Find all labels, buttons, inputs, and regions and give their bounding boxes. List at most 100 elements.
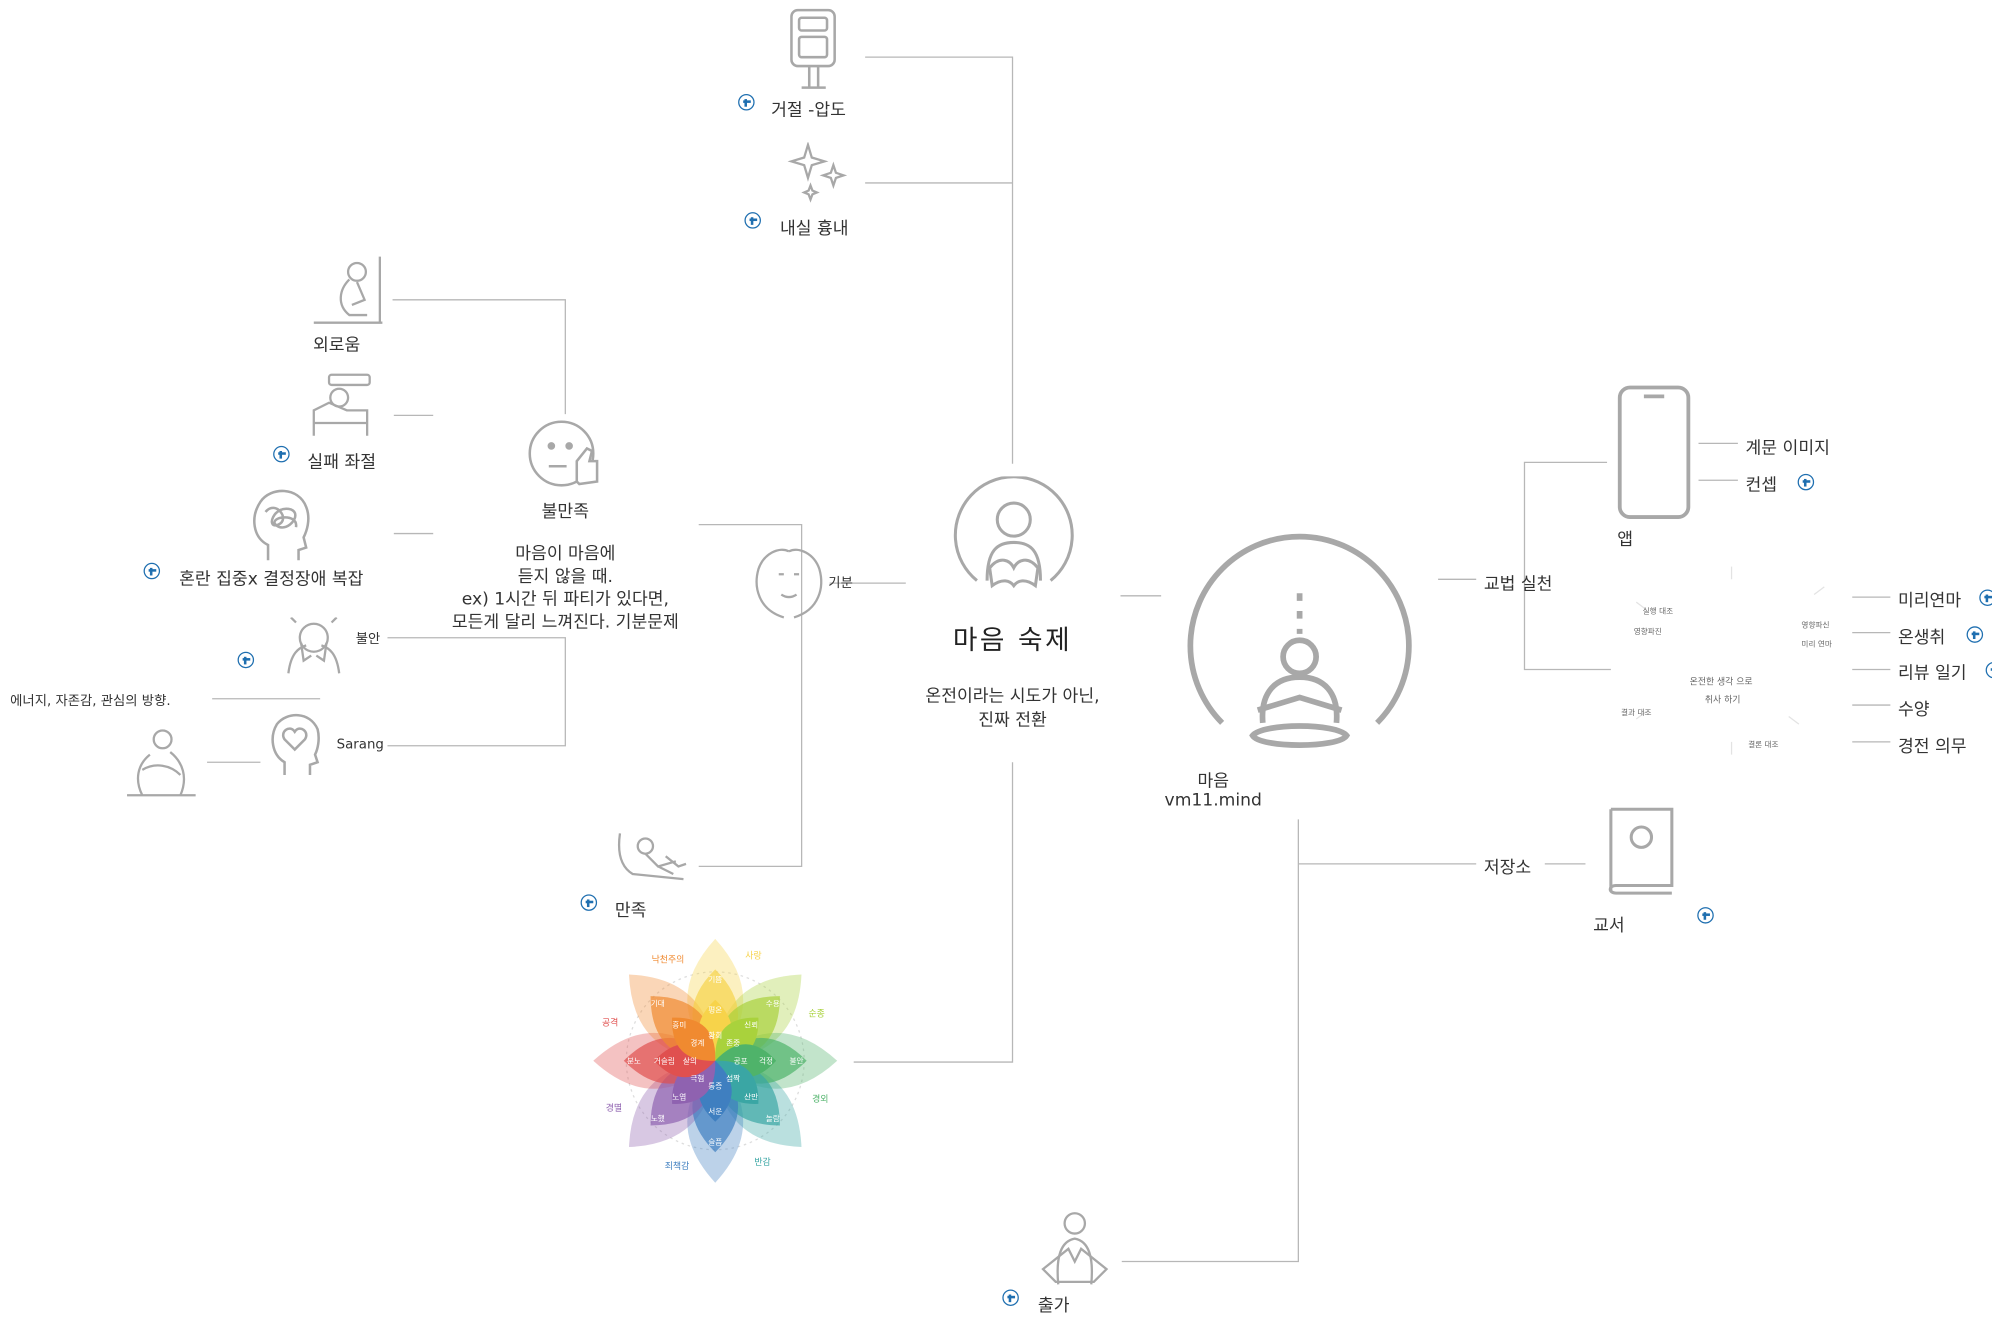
expand-satisfaction-button[interactable] xyxy=(580,894,598,911)
emotion-label: 순종 xyxy=(808,1008,824,1019)
heart-mind-icon xyxy=(267,711,323,777)
expand-failure-button[interactable] xyxy=(273,445,290,463)
emotion-label: 거슬림 xyxy=(654,1056,675,1065)
emotion-label: 반감 xyxy=(754,1156,770,1168)
diagram-text: 결과 대조 xyxy=(1621,708,1652,718)
emotion-label: 슬픔 xyxy=(708,1138,722,1147)
emotion-label: 섬짝 xyxy=(726,1073,740,1083)
emotion-label: 경외 xyxy=(812,1093,828,1105)
expand-practice-item-button[interactable] xyxy=(1979,589,1992,606)
expand-confusion-button[interactable] xyxy=(143,562,161,580)
mood-label: 기분 xyxy=(828,575,853,591)
practice-item: 리뷰 일기 xyxy=(1897,663,1967,684)
emotion-label: 존중 xyxy=(726,1038,740,1047)
smartphone-icon xyxy=(1616,384,1692,521)
central-title: 마음 숙제 xyxy=(952,625,1073,656)
expand-anxiety-button[interactable] xyxy=(237,651,255,669)
root-label-line1: 마음 xyxy=(1197,771,1230,792)
app-item: 계문 이미지 xyxy=(1745,438,1830,459)
emotion-label: 죄책감 xyxy=(665,1160,689,1172)
diagram-text: 결론 대조 xyxy=(1748,740,1779,750)
emotion-label: 노했 xyxy=(651,1113,665,1123)
note-line: ex) 1시간 뒤 파티가 있다면, xyxy=(461,589,669,610)
emotion-label: 서운 xyxy=(708,1107,722,1116)
practice-item: 경전 의무 xyxy=(1897,736,1967,758)
anxiety-label: 불안 xyxy=(355,631,381,647)
teaching-practice-label: 교법 실천 xyxy=(1483,574,1553,595)
emotion-label: 낙천주의 xyxy=(652,954,685,965)
meditation-root-icon xyxy=(1187,520,1413,761)
exhausted-person-icon xyxy=(309,372,375,438)
expand-textbook-button[interactable] xyxy=(1697,907,1714,924)
diagram-text: 실행 대조 xyxy=(1642,607,1674,617)
diagram-text: 미리 연마 xyxy=(1801,640,1832,650)
energy-note: 에너지, 자존감, 관심의 방향. xyxy=(10,693,171,709)
practice-item: 미리연마 xyxy=(1897,590,1962,612)
loneliness-label: 외로움 xyxy=(312,335,361,356)
emotion-label: 흥미 xyxy=(672,1019,686,1029)
diagram-center-text: 온전한 생각 으로 xyxy=(1689,677,1753,688)
failure-label: 실패 좌절 xyxy=(307,452,377,473)
emotion-label: 황희 xyxy=(708,1030,722,1040)
relaxing-person-icon xyxy=(615,828,691,886)
emotion-label: 공포 xyxy=(734,1056,748,1065)
storage-label: 저장소 xyxy=(1483,857,1532,878)
emotion-label: 걱정 xyxy=(759,1055,773,1065)
anxious-face-icon xyxy=(278,617,349,675)
expand-patience-button[interactable] xyxy=(744,212,761,229)
rejection-label: 거절 -압도 xyxy=(771,100,846,121)
two-faces-icon xyxy=(751,544,827,623)
sparkles-icon xyxy=(787,142,849,203)
emotion-label: 놀람 xyxy=(766,1114,780,1123)
emotion-label: 평온 xyxy=(708,1005,722,1015)
emotion-petal xyxy=(672,1017,716,1061)
love-label: Sarang xyxy=(336,736,384,753)
practice-item: 수양 xyxy=(1897,699,1930,721)
emotion-label: 경계 xyxy=(690,1037,704,1047)
central-subtitle-line2: 진짜 전환 xyxy=(978,710,1047,731)
emotion-label: 경멸 xyxy=(606,1102,622,1114)
expand-concept-button[interactable] xyxy=(1797,473,1815,491)
emotion-label: 노엽 xyxy=(672,1091,686,1101)
praying-person-icon xyxy=(1038,1211,1112,1290)
diagram-text: 영향파진 xyxy=(1633,627,1662,637)
root-label-line2: vm11.mind xyxy=(1164,790,1262,811)
emotion-label: 살의 xyxy=(683,1055,697,1065)
dissatisfaction-label: 불만족 xyxy=(541,501,589,523)
emotion-label: 불안 xyxy=(790,1055,804,1065)
central-subtitle-line1: 온전이라는 시도가 아닌, xyxy=(925,686,1100,707)
diagram-text: 영향파신 xyxy=(1801,621,1830,631)
app-item: 컨셉 xyxy=(1745,475,1778,496)
note-line: 마음이 마음에 xyxy=(515,543,616,565)
emotion-label: 산만 xyxy=(744,1091,758,1101)
satisfaction-label: 만족 xyxy=(614,900,647,922)
dissatisfaction-note: 마음이 마음에 듣지 않을 때. ex) 1시간 뒤 파티가 있다면, 모든게 … xyxy=(419,542,711,633)
hugging-couple-icon xyxy=(124,727,198,798)
emotion-label: 신뢰 xyxy=(744,1020,758,1029)
practice-cycle-diagram xyxy=(1611,559,1852,762)
lonely-person-icon xyxy=(311,254,385,328)
thumbs-down-face-icon xyxy=(526,418,602,492)
emotion-label: 극혐 xyxy=(690,1074,704,1083)
app-label: 앱 xyxy=(1617,529,1633,551)
textbook-label: 교서 xyxy=(1593,915,1625,937)
expand-renunciation-button[interactable] xyxy=(1002,1289,1019,1306)
emotion-label: 공격 xyxy=(602,1016,618,1028)
emotion-label: 기대 xyxy=(651,999,665,1008)
practice-item: 온생취 xyxy=(1897,627,1946,648)
emotion-label: 수용 xyxy=(766,999,780,1008)
tangled-mind-icon xyxy=(248,487,314,563)
book-icon xyxy=(1603,804,1677,898)
kiosk-icon xyxy=(784,6,842,90)
expand-rejection-button[interactable] xyxy=(738,94,755,111)
renunciation-label: 출가 xyxy=(1037,1295,1070,1317)
emotion-label: 사랑 xyxy=(745,950,761,962)
confusion-label: 혼란 집중x 결정장애 복잡 xyxy=(179,569,364,590)
note-line: 듣지 않을 때. xyxy=(517,566,613,587)
note-line: 모든게 달리 느껴진다. 기분문제 xyxy=(451,612,679,633)
patience-label: 내실 흉내 xyxy=(780,218,849,239)
expand-practice-item-button[interactable] xyxy=(1966,626,1984,643)
emotion-label: 통증 xyxy=(708,1082,722,1091)
